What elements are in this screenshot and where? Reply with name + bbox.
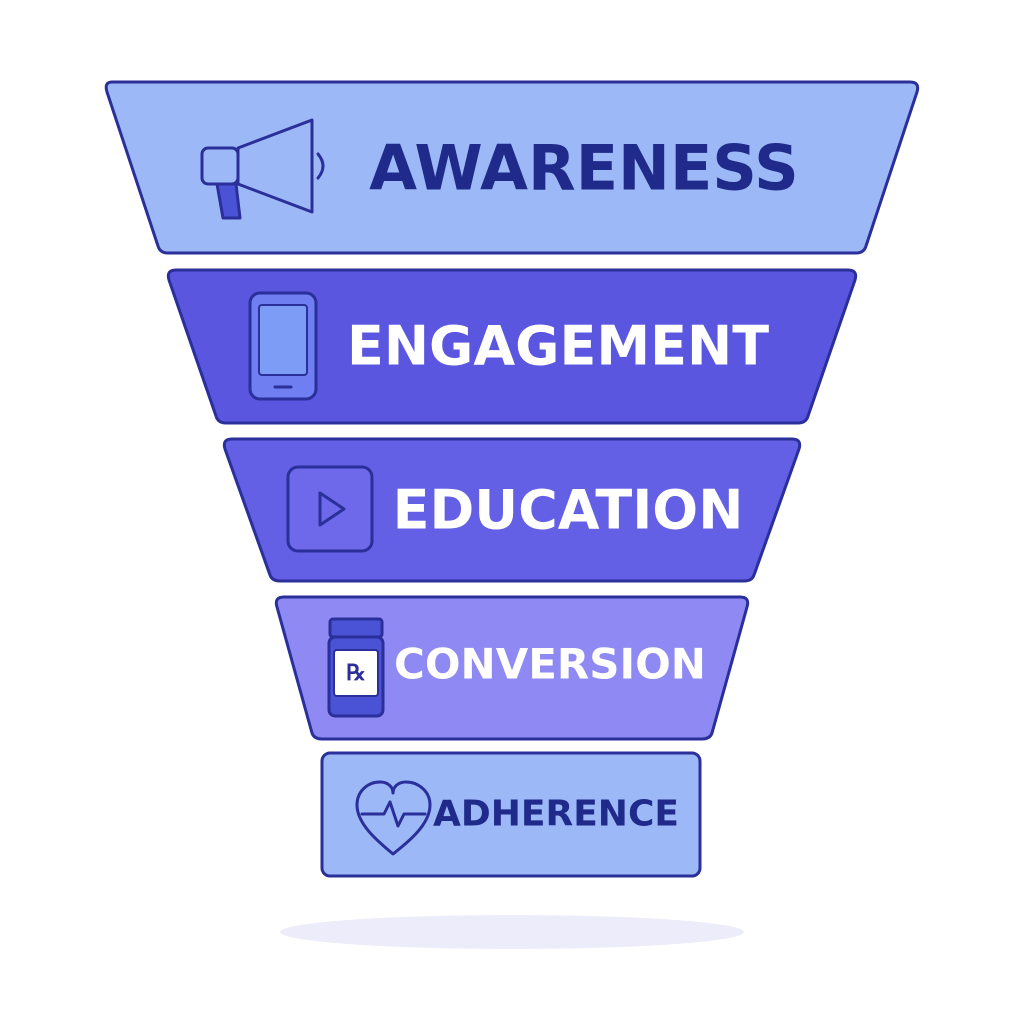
funnel-stage-engagement: ENGAGEMENT bbox=[166, 268, 858, 425]
stage-label-conversion: CONVERSION bbox=[394, 640, 706, 689]
stage-band-conversion bbox=[274, 595, 750, 741]
smartphone-icon bbox=[248, 291, 318, 401]
stage-band-engagement bbox=[166, 268, 858, 425]
heart-pulse-icon bbox=[355, 780, 432, 856]
rx-symbol: ℞ bbox=[346, 660, 366, 686]
funnel-stage-awareness: AWARENESS bbox=[104, 80, 920, 255]
prescription-bottle-icon: ℞ bbox=[327, 617, 385, 718]
funnel-stage-adherence: ADHERENCE bbox=[320, 751, 702, 878]
stage-label-engagement: ENGAGEMENT bbox=[347, 315, 769, 378]
funnel-stage-conversion: ℞ CONVERSION bbox=[274, 595, 750, 741]
stage-label-awareness: AWARENESS bbox=[369, 132, 799, 205]
funnel-shadow bbox=[280, 915, 744, 949]
funnel-stage-education: EDUCATION bbox=[222, 437, 802, 583]
stage-label-adherence: ADHERENCE bbox=[433, 794, 679, 835]
stage-label-education: EDUCATION bbox=[393, 479, 744, 542]
video-play-icon bbox=[286, 465, 374, 553]
megaphone-icon bbox=[200, 118, 325, 220]
